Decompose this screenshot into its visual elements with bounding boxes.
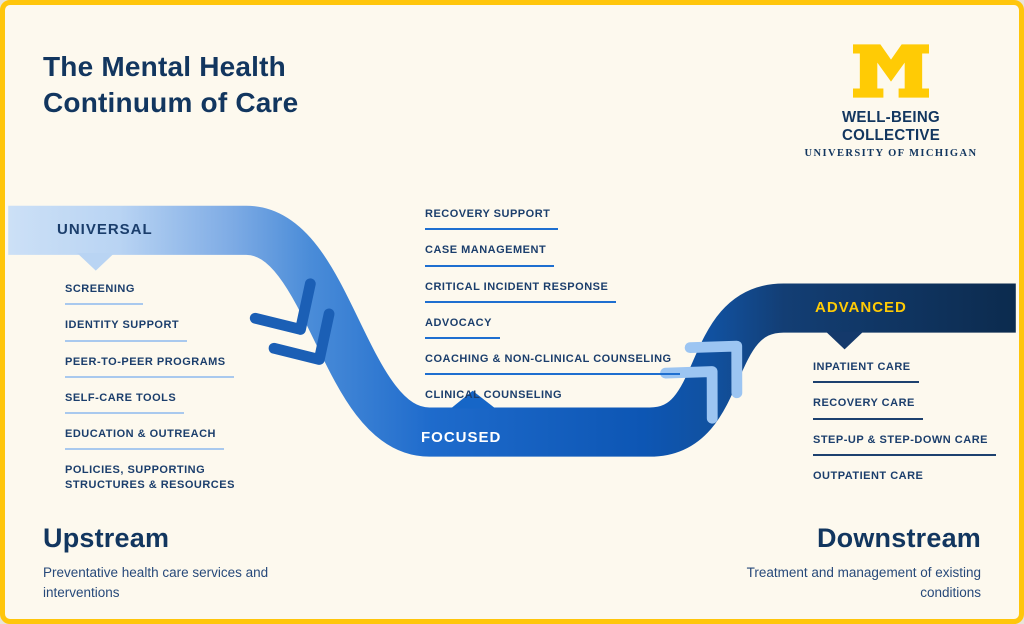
continuum-ribbon — [8, 205, 1016, 457]
page-title-line2: Continuum of Care — [43, 87, 299, 119]
list-item: STEP-UP & STEP-DOWN CARE — [813, 433, 996, 456]
list-item: SELF-CARE TOOLS — [65, 391, 185, 415]
focused-pointer — [450, 390, 496, 409]
list-item: SCREENING — [65, 282, 143, 306]
universal-pointer — [77, 252, 115, 271]
list-item: OUTPATIENT CARE — [813, 469, 924, 482]
stage-label-universal: UNIVERSAL — [57, 221, 153, 238]
downstream-title: Downstream — [816, 523, 981, 553]
page-title: The Mental Health Continuum of Care — [43, 49, 298, 122]
focused-services-list: RECOVERY SUPPORT CASE MANAGEMENT CRITICA… — [425, 207, 680, 416]
list-item: CRITICAL INCIDENT RESPONSE — [425, 280, 617, 303]
list-item: EDUCATION & OUTREACH — [65, 427, 224, 451]
continuum-flow-path — [8, 205, 1016, 457]
upslope-chevrons-icon — [660, 340, 743, 424]
advanced-services-list: INPATIENT CARE RECOVERY CARE STEP-UP & S… — [813, 360, 996, 496]
list-item: RECOVERY CARE — [813, 396, 923, 420]
michigan-block-m-icon — [853, 44, 929, 98]
upstream-annotation: Upstream Preventative health care servic… — [43, 523, 273, 602]
upstream-description: Preventative health care services and in… — [43, 565, 269, 600]
list-item: CLINICAL COUNSELING — [425, 389, 563, 402]
universal-services-list: SCREENING IDENTITY SUPPORT PEER-TO-PEER … — [65, 282, 249, 505]
stage-label-advanced: ADVANCED — [815, 299, 907, 316]
advanced-pointer — [825, 331, 864, 350]
list-item: PEER-TO-PEER PROGRAMS — [65, 355, 234, 378]
stage-label-focused: FOCUSED — [421, 429, 502, 446]
page-title-line1: The Mental Health — [43, 51, 286, 82]
downslope-chevrons-icon — [249, 278, 335, 365]
logo-institution-name: UNIVERSITY OF MICHIGAN — [804, 148, 978, 159]
list-item: IDENTITY SUPPORT — [65, 318, 188, 342]
list-item: POLICIES, SUPPORTING STRUCTURES & RESOUR… — [65, 464, 235, 491]
downstream-description: Treatment and management of existing con… — [746, 565, 981, 600]
list-item: CASE MANAGEMENT — [425, 243, 555, 267]
list-item: COACHING & NON-CLINICAL COUNSELING — [425, 352, 680, 376]
downstream-annotation: Downstream Treatment and management of e… — [731, 523, 981, 602]
list-item: RECOVERY SUPPORT — [425, 207, 559, 231]
upstream-title: Upstream — [43, 523, 170, 553]
list-item: ADVOCACY — [425, 316, 500, 340]
list-item: INPATIENT CARE — [813, 360, 919, 384]
um-wellbeing-logo: WELL-BEING COLLECTIVE UNIVERSITY OF MICH… — [787, 39, 995, 159]
logo-org-name: WELL-BEING COLLECTIVE — [841, 109, 941, 144]
